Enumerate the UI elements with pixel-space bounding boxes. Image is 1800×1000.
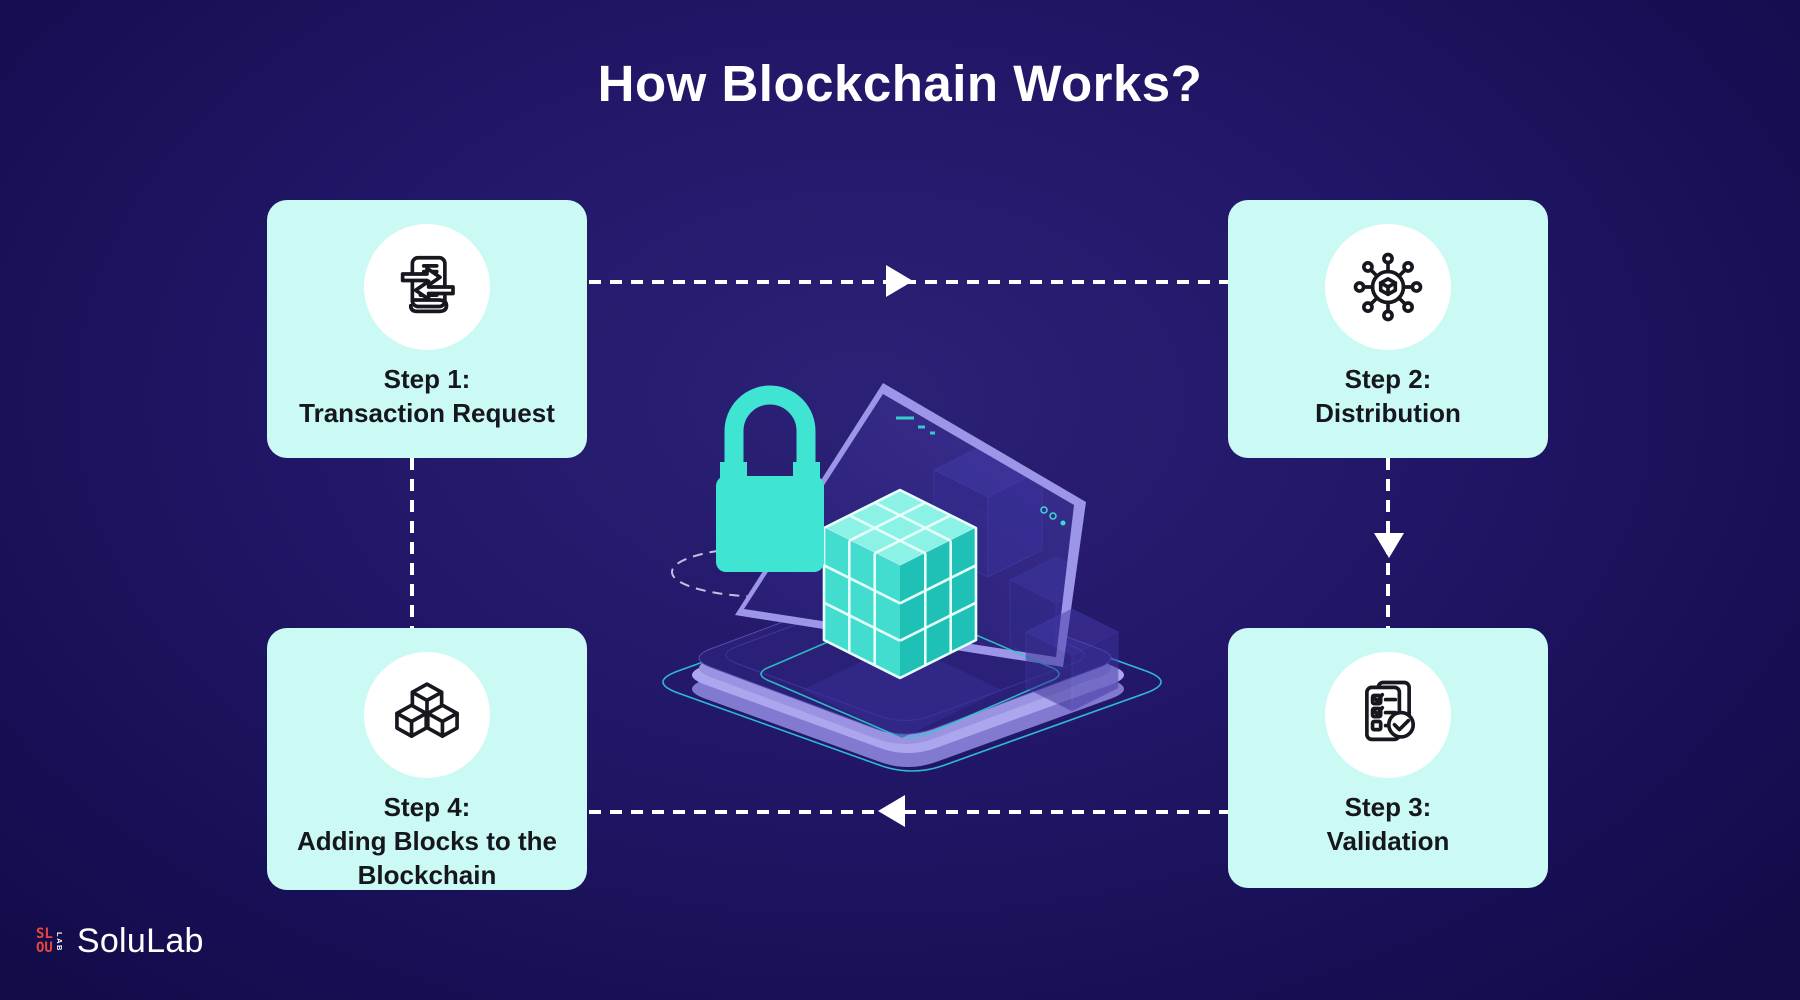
screen-ticks <box>896 416 935 435</box>
step-2-text: Step 2: Distribution <box>1305 363 1471 431</box>
brand-logo: SL OU LAB SoluLab <box>36 922 204 961</box>
solulab-logo-mark-icon: SL OU LAB <box>36 926 64 956</box>
logo-mark-row2: OU <box>36 939 53 956</box>
page-title: How Blockchain Works? <box>597 55 1203 112</box>
step-1-card: Step 1: Transaction Request <box>267 200 587 458</box>
step-1-icon-circle <box>364 224 490 350</box>
step-4-icon-circle <box>364 652 490 778</box>
step-2-icon-circle <box>1325 224 1451 350</box>
logo-mark-lab: LAB <box>54 931 64 952</box>
distribution-network-icon <box>1353 252 1423 322</box>
transaction-request-icon <box>400 255 455 314</box>
step-3-icon-circle <box>1325 652 1451 778</box>
connector-step3-to-step4 <box>589 810 1228 814</box>
step-2-card: Step 2: Distribution <box>1228 200 1548 458</box>
validation-checklist-icon <box>1365 680 1416 742</box>
step-4-number: Step 4: <box>383 792 471 822</box>
logo-mark-row1: SL <box>36 926 53 943</box>
step-2-number: Step 2: <box>1344 364 1432 394</box>
arrow-right-icon <box>886 265 913 297</box>
step-1-label: Transaction Request <box>299 397 555 428</box>
step-4-text: Step 4: Adding Blocks to the Blockchain <box>267 791 587 892</box>
screen-dots <box>1040 506 1066 526</box>
step-1-text: Step 1: Transaction Request <box>289 363 565 431</box>
step-2-label: Distribution <box>1315 397 1461 428</box>
step-4-card: Step 4: Adding Blocks to the Blockchain <box>267 628 587 890</box>
step-4-label: Adding Blocks to the Blockchain <box>297 825 557 890</box>
connector-step1-to-step4 <box>410 458 414 628</box>
blocks-cubes-icon <box>395 682 459 738</box>
arrow-down-icon <box>1374 533 1404 558</box>
brand-name: SoluLab <box>76 922 204 960</box>
step-3-number: Step 3: <box>1344 792 1432 822</box>
padlock-icon <box>716 385 824 572</box>
cube-reflection <box>802 642 1002 738</box>
step-3-card: Step 3: Validation <box>1228 628 1548 888</box>
blockchain-cube <box>822 488 978 680</box>
laptop-blockchain-cube-lock-illustration <box>662 383 1162 772</box>
step-3-label: Validation <box>1326 825 1450 856</box>
ghost-cube-deck <box>1025 608 1119 712</box>
step-1-number: Step 1: <box>383 364 471 394</box>
arrow-left-icon <box>878 795 905 827</box>
step-3-text: Step 3: Validation <box>1317 791 1460 859</box>
